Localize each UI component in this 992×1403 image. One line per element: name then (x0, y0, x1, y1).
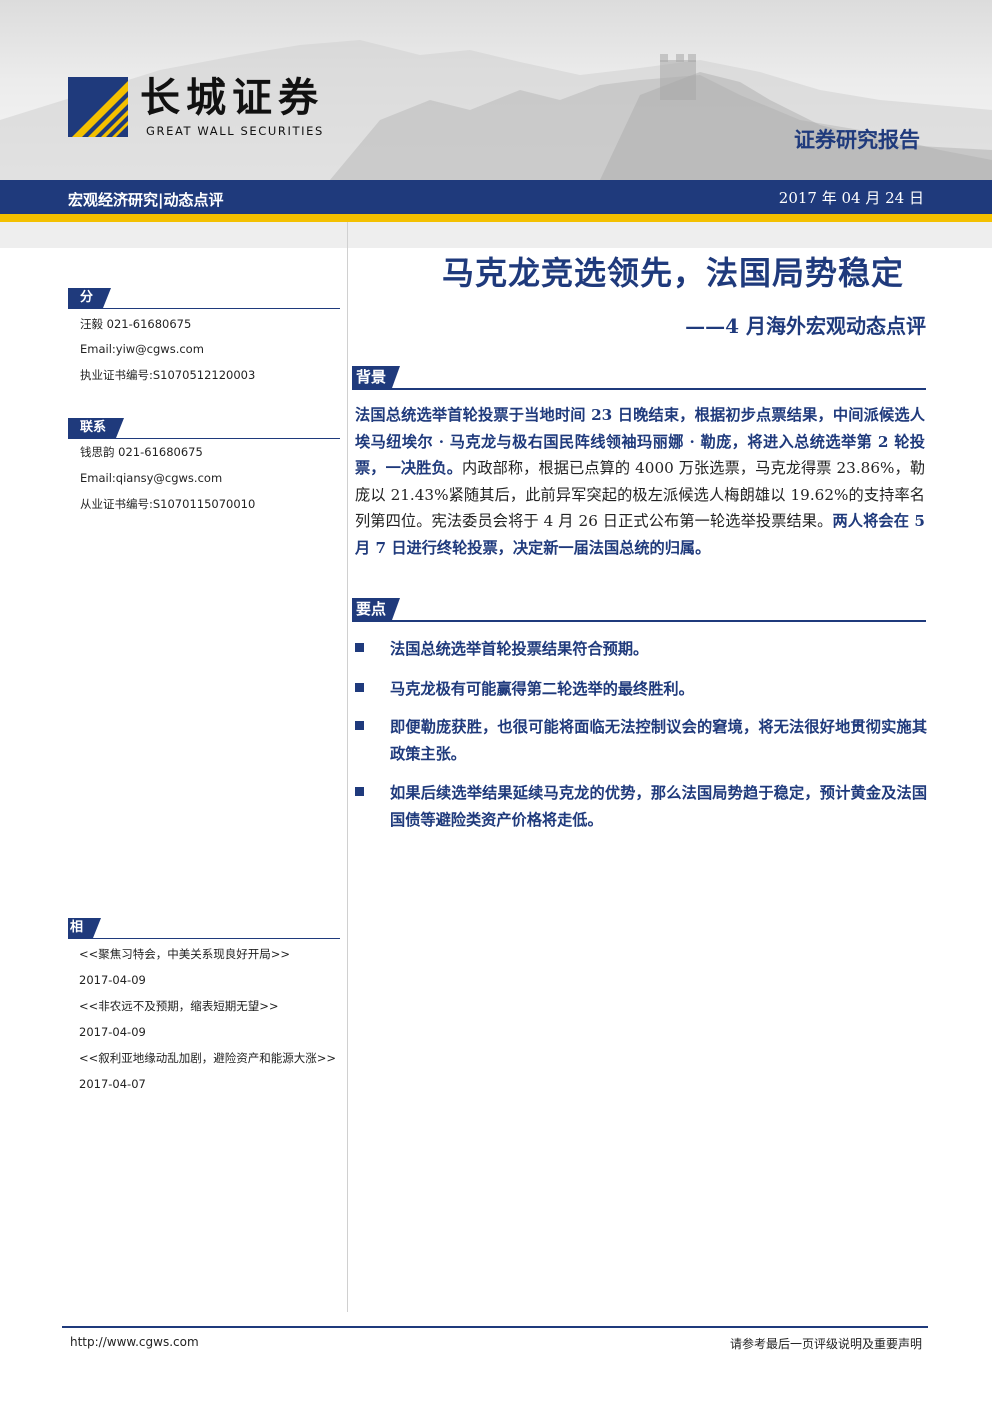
analyst-email: Email:yiw@cgws.com (80, 342, 204, 356)
related-reports-list: <<聚焦习特会，中美关系现良好开局>> 2017-04-09 <<非农远不及预期… (79, 941, 337, 1097)
logo-chinese-name: 长城证券 (140, 74, 324, 121)
grey-strip (0, 222, 992, 248)
key-point-item: 法国总统选举首轮投票结果符合预期。 (355, 636, 927, 664)
footer-divider (62, 1326, 928, 1328)
bullet-square-icon (355, 787, 364, 796)
key-point-item: 马克龙极有可能赢得第二轮选举的最终胜利。 (355, 676, 927, 704)
category-band (0, 180, 992, 222)
report-category: 宏观经济研究|动态点评 (68, 191, 224, 209)
related-reports-label: 相关报告 (68, 918, 102, 995)
report-header: 长城证券 GREAT WALL SECURITIES 证券研究报告 (0, 0, 992, 180)
great-wall-background-image (0, 40, 992, 180)
key-point-text: 即便勒庞获胜，也很可能将面临无法控制议会的窘境，将无法很好地贯彻实施其政策主张。 (390, 718, 927, 763)
background-section-header: 背景 (352, 366, 926, 390)
report-title: 马克龙竞选领先，法国局势稳定 (441, 254, 904, 292)
background-paragraph: 法国总统选举首轮投票于当地时间 23 日晚结束，根据初步点票结果，中间派候选人埃… (355, 406, 926, 557)
logo-english-name: GREAT WALL SECURITIES (146, 124, 324, 138)
analyst-certificate: 执业证书编号:S1070512120003 (80, 368, 256, 382)
footer-website-link[interactable]: http://www.cgws.com (70, 1335, 199, 1349)
analyst-label: 分析师 (68, 288, 112, 345)
report-subtitle: ——4 月海外宏观动态点评 (685, 314, 926, 338)
column-divider (347, 222, 348, 1312)
bullet-square-icon (355, 643, 364, 652)
related-report-title[interactable]: <<非农远不及预期，缩表短期无望>> (79, 999, 279, 1013)
key-point-text: 法国总统选举首轮投票结果符合预期。 (390, 640, 649, 658)
report-date: 2017 年 04 月 24 日 (778, 189, 924, 207)
great-wall-logo-icon (68, 77, 128, 137)
background-label: 背景 (352, 366, 401, 388)
key-point-item: 即便勒庞获胜，也很可能将面临无法控制议会的窘境，将无法很好地贯彻实施其政策主张。 (355, 714, 927, 768)
bullet-square-icon (355, 721, 364, 730)
contact-email: Email:qiansy@cgws.com (80, 471, 223, 485)
report-type-label: 证券研究报告 (794, 128, 920, 152)
analyst-phone: 汪毅 021-61680675 (80, 317, 192, 331)
key-point-item: 如果后续选举结果延续马克龙的优势，那么法国局势趋于稳定，预计黄金及法国国债等避险… (355, 780, 927, 834)
key-point-text: 如果后续选举结果延续马克龙的优势，那么法国局势趋于稳定，预计黄金及法国国债等避险… (390, 784, 927, 829)
footer-disclaimer-note: 请参考最后一页评级说明及重要声明 (729, 1337, 922, 1351)
related-report-title[interactable]: <<聚焦习特会，中美关系现良好开局>> (79, 947, 291, 961)
contact-certificate: 从业证书编号:S1070115070010 (80, 497, 256, 511)
related-report-title[interactable]: <<叙利亚地缘动乱加剧，避险资产和能源大涨>> 2017-04-07 (79, 1051, 337, 1091)
related-report-date: 2017-04-09 (79, 1025, 146, 1039)
key-point-text: 马克龙极有可能赢得第二轮选举的最终胜利。 (390, 680, 694, 698)
contact-label: 联系人（研究助理） (68, 418, 124, 515)
contact-phone: 钱思韵 021-61680675 (80, 445, 203, 459)
key-points-section-header: 要点 (352, 598, 926, 622)
bullet-square-icon (355, 683, 364, 692)
key-points-label: 要点 (352, 598, 401, 620)
related-report-date: 2017-04-09 (79, 973, 146, 987)
